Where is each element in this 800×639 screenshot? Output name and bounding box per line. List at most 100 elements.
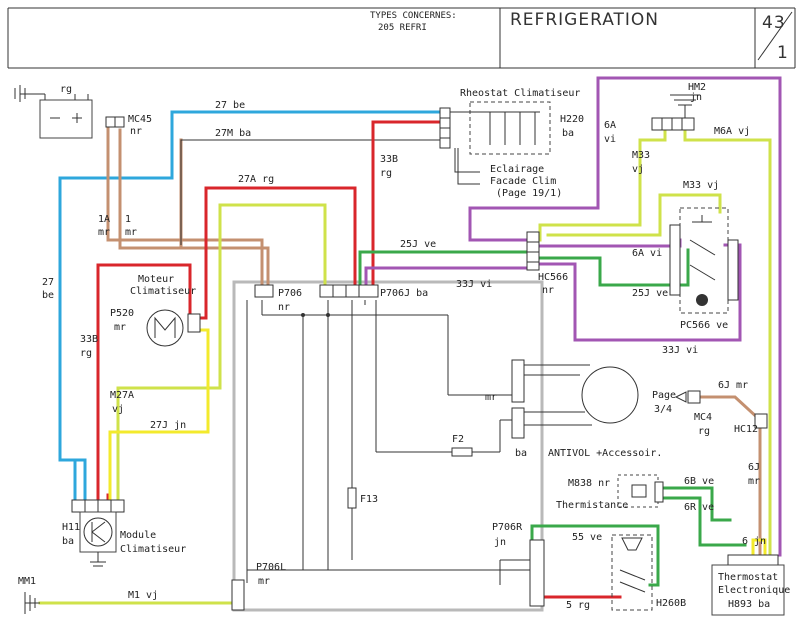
wire-6a-vi: [468, 76, 782, 557]
svg-text:27J jn: 27J jn: [150, 420, 186, 431]
svg-text:6B ve: 6B ve: [684, 476, 714, 487]
svg-text:MC4: MC4: [694, 412, 712, 423]
fuse-icon: F2: [451, 434, 473, 457]
svg-text:Thermostat: Thermostat: [718, 572, 778, 583]
svg-text:5 rg: 5 rg: [566, 600, 590, 611]
wire-1a-mr: [106, 123, 264, 287]
wire-6b-ve: [661, 486, 732, 522]
svg-text:Thermistance: Thermistance: [556, 500, 628, 511]
svg-text:rg: rg: [380, 168, 392, 179]
svg-text:1A: 1A: [98, 214, 110, 225]
svg-text:(Page 19/1): (Page 19/1): [496, 188, 562, 199]
svg-text:ANTIVOL +Accessoir.: ANTIVOL +Accessoir.: [548, 448, 662, 459]
svg-text:HC566: HC566: [538, 272, 568, 283]
svg-text:Facade Clim: Facade Clim: [490, 176, 556, 187]
svg-text:P706L: P706L: [256, 562, 286, 573]
svg-text:Page: Page: [652, 390, 676, 401]
svg-text:27A rg: 27A rg: [238, 174, 274, 185]
svg-text:H893 ba: H893 ba: [728, 599, 770, 610]
svg-text:mr: mr: [98, 227, 110, 238]
wire-27a-rg: [194, 186, 357, 320]
p706l-connector: P706L mr: [231, 562, 286, 611]
svg-text:33J vi: 33J vi: [456, 279, 492, 290]
ground-icon: [670, 94, 700, 118]
svg-text:Rheostat Climatiseur: Rheostat Climatiseur: [460, 88, 580, 99]
mc4-connector: Page 3/4 MC4 rg HC12: [652, 390, 768, 437]
svg-text:M6A vj: M6A vj: [714, 126, 750, 137]
svg-text:33B: 33B: [380, 154, 398, 165]
svg-text:vj: vj: [632, 164, 644, 175]
svg-text:Moteur: Moteur: [138, 274, 174, 285]
transistor-icon: H11 ba Module Climatiseur: [62, 499, 186, 567]
wire-27m-ba: [180, 139, 440, 245]
svg-text:rg: rg: [698, 426, 710, 437]
svg-text:33B: 33B: [80, 334, 98, 345]
svg-text:6R ve: 6R ve: [684, 502, 714, 513]
svg-text:3/4: 3/4: [654, 404, 672, 415]
svg-text:Climatiseur: Climatiseur: [120, 544, 186, 555]
relay-icon: PC566 ve: [669, 207, 739, 331]
mm1-label: MM1: [18, 576, 36, 587]
hm2-connector: HM2 jn: [651, 82, 706, 131]
svg-text:Module: Module: [120, 530, 156, 541]
svg-text:H11: H11: [62, 522, 80, 533]
hc566-connector: HC566 nr: [526, 231, 568, 296]
svg-text:1: 1: [125, 214, 131, 225]
p706-connector: P706 nr P706J ba: [254, 284, 428, 313]
ground-icon: [24, 592, 40, 614]
battery-label: rg: [60, 84, 72, 95]
wire-m6a-vj: [683, 128, 772, 557]
svg-text:M33: M33: [632, 150, 650, 161]
svg-text:mr: mr: [485, 392, 497, 403]
svg-text:M838 nr: M838 nr: [568, 478, 610, 489]
svg-text:nr: nr: [278, 302, 290, 313]
wire-55-ve: [530, 524, 660, 587]
svg-text:6A vi: 6A vi: [632, 248, 662, 259]
fuse-icon: F13: [347, 487, 378, 509]
thermostat-h893: Thermostat Electronique H893 ba: [711, 554, 790, 616]
svg-text:ba: ba: [515, 448, 527, 459]
svg-text:nr: nr: [542, 285, 554, 296]
svg-text:vi: vi: [604, 134, 616, 145]
svg-text:Climatiseur: Climatiseur: [130, 286, 196, 297]
battery-icon: rg: [39, 84, 93, 139]
wire-m27a-vj: [116, 203, 327, 502]
svg-text:be: be: [42, 290, 54, 301]
svg-text:vj: vj: [112, 404, 124, 415]
svg-text:MC45: MC45: [128, 114, 152, 125]
svg-text:HC12: HC12: [734, 424, 758, 435]
svg-text:H220: H220: [560, 114, 584, 125]
svg-text:jn: jn: [690, 92, 702, 103]
mc45-connector: MC45 nr: [105, 114, 152, 137]
svg-text:M27A: M27A: [110, 390, 134, 401]
types-label: TYPES CONCERNES:: [370, 11, 457, 21]
svg-text:F2: F2: [452, 434, 464, 445]
internal-wiring: [246, 300, 532, 585]
svg-text:6A: 6A: [604, 120, 616, 131]
svg-text:P706R: P706R: [492, 522, 523, 533]
page-number-bottom: 1: [777, 43, 789, 63]
wire-labels: 27 be 27 be 27M ba 27A rg 1A 1 mr mr 33B…: [42, 100, 766, 611]
svg-text:ba: ba: [62, 536, 74, 547]
svg-text:6 jn: 6 jn: [742, 536, 766, 547]
svg-text:P706: P706: [278, 288, 302, 299]
svg-text:mr: mr: [114, 322, 126, 333]
svg-text:jn: jn: [494, 537, 506, 548]
svg-text:ba: ba: [562, 128, 574, 139]
svg-text:Electronique: Electronique: [718, 585, 790, 596]
svg-text:25J ve: 25J ve: [632, 288, 668, 299]
svg-text:nr: nr: [130, 126, 142, 137]
switch-icon: mr ba ANTIVOL +Accessoir.: [485, 359, 662, 459]
svg-text:M33 vj: M33 vj: [683, 180, 719, 191]
svg-text:27: 27: [42, 277, 54, 288]
h260b-switch: H260B: [611, 534, 686, 611]
wire-6j-mr: [698, 395, 762, 557]
svg-text:H260B: H260B: [656, 598, 686, 609]
svg-text:27M ba: 27M ba: [215, 128, 251, 139]
svg-text:6J mr: 6J mr: [718, 380, 748, 391]
p706r-connector: P706R jn: [492, 522, 545, 607]
svg-text:P706J ba: P706J ba: [380, 288, 428, 299]
svg-text:F13: F13: [360, 494, 378, 505]
svg-text:mr: mr: [125, 227, 137, 238]
thermistor-icon: M838 nr Thermistance: [556, 474, 664, 511]
